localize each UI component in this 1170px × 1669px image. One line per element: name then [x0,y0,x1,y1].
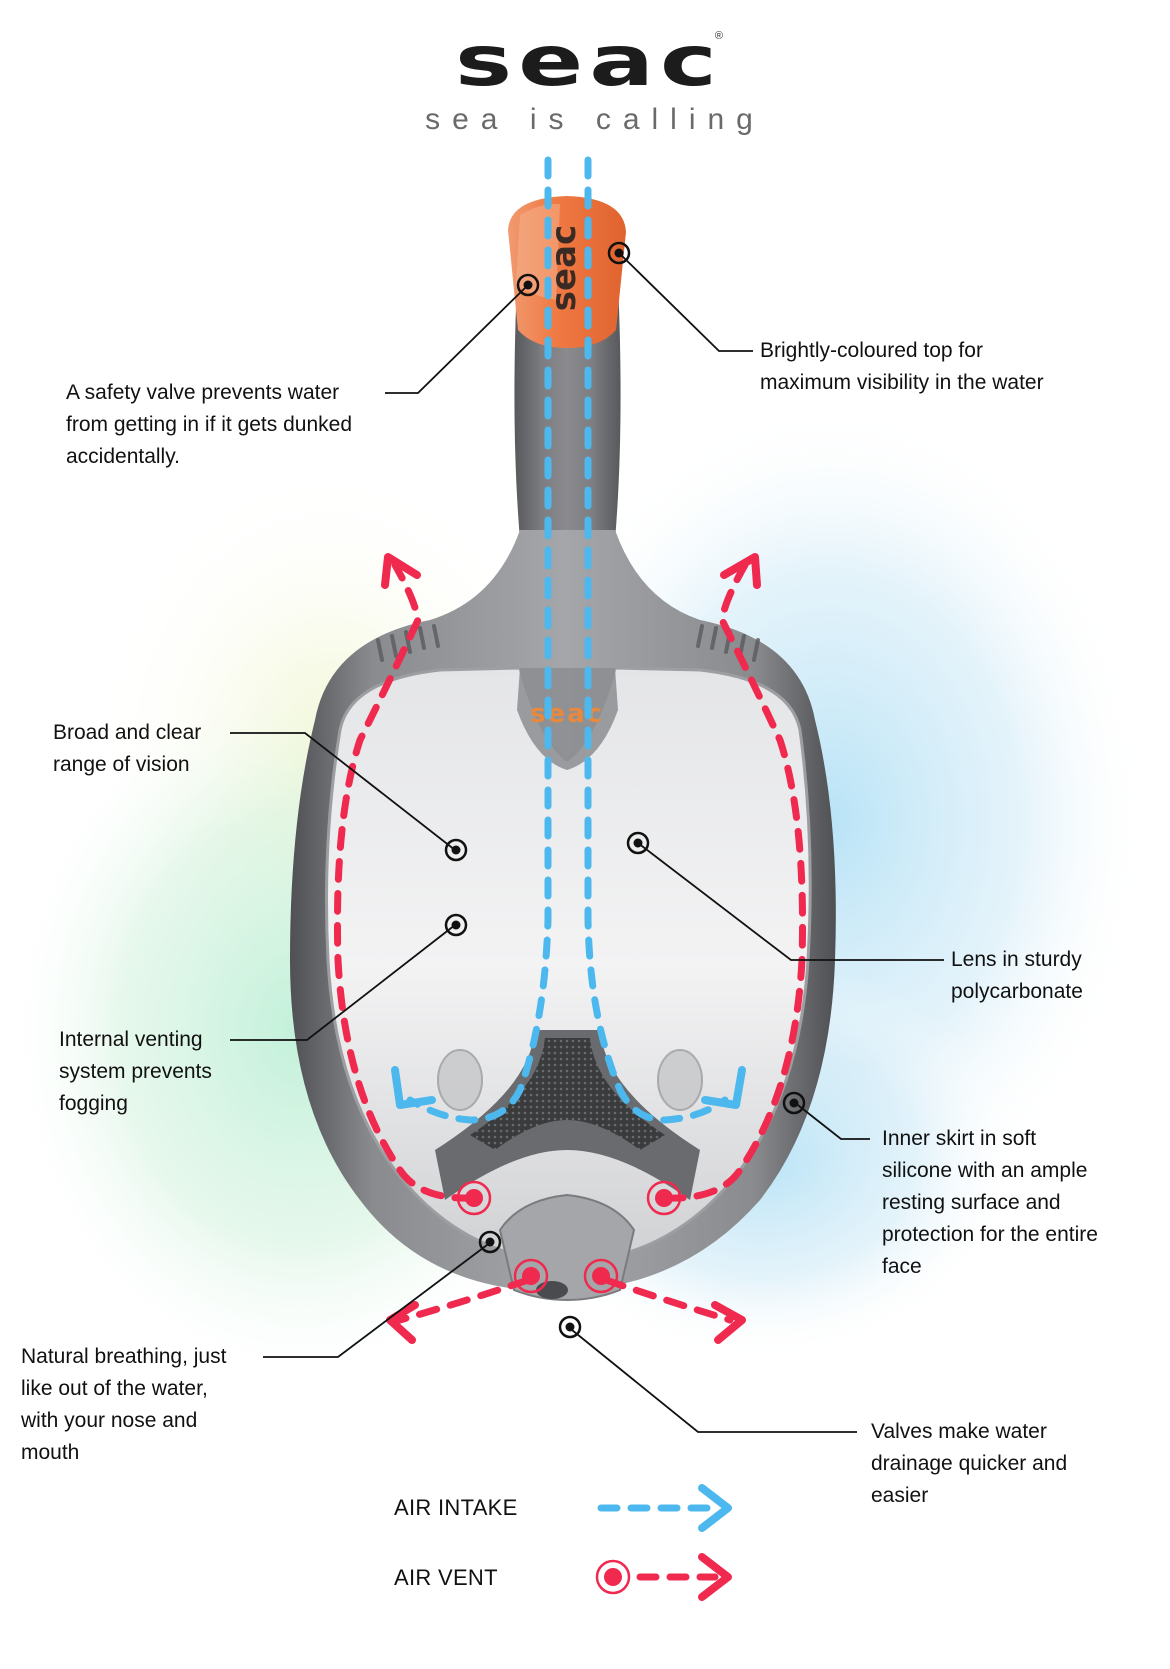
callout-range-of-vision: Broad and clear range of vision [53,721,202,776]
callout-bright-top: Brightly-coloured top for maximum visibi… [760,339,1044,394]
callout-targets [444,241,806,1339]
legend-air-vent-icon [595,1553,732,1601]
target-dot-icon [558,1315,582,1339]
leader-safety-valve [385,285,528,394]
target-dot-icon [444,838,468,862]
leader-drain-valves [571,1329,857,1433]
vent-arrow-bottom-left-icon [386,1301,419,1344]
intake-arrowheads [391,1066,746,1109]
vent-line-bottom-right [602,1276,734,1324]
vent-arrow-bottom-right-icon [711,1301,746,1344]
callout-lens: Lens in sturdy polycarbonate [951,948,1083,1003]
legend-air-intake-label: AIR INTAKE [394,1495,518,1520]
leader-internal-venting [230,924,456,1041]
nose-bridge [517,668,618,770]
registered-mark: ® [714,30,724,42]
target-dot-icon [782,1091,806,1115]
callout-natural-breathing: Natural breathing, just like out of the … [21,1345,227,1464]
callout-safety-valve: A safety valve prevents water from getti… [66,381,352,468]
mask-seac-logo: seac [530,699,604,729]
intake-arrow-right-icon [701,1066,746,1109]
target-dot-icon [478,1230,502,1254]
brand-logo: seac® sea is calling [0,26,1170,137]
callout-inner-skirt: Inner skirt in soft silicone with an amp… [882,1127,1098,1278]
target-dot-icon [626,831,650,855]
leader-inner-skirt [793,1101,870,1140]
intake-line-right [584,156,729,1124]
vent-arrow-top-right-icon [720,553,761,589]
vent-valve-left-icon [456,1180,492,1216]
intake-line-left [406,156,552,1124]
legend-air-intake-icon [597,1484,732,1532]
target-dot-icon [516,273,540,297]
target-dot-icon [607,241,631,265]
right-vent-flap [657,1049,703,1111]
vent-valve-bottom-right-icon [583,1258,619,1294]
target-dot-icon [444,913,468,937]
vent-valve-right-icon [646,1180,682,1216]
leader-lines [230,252,944,1433]
vent-line-left [333,561,477,1202]
vent-line-bottom-left [396,1276,532,1324]
vent-line-right [661,561,807,1202]
leader-natural-breathing [263,1241,492,1358]
vent-valve-bottom-left-icon [513,1258,549,1294]
air-vent-flow [333,561,807,1324]
intake-arrow-left-icon [391,1066,436,1109]
leader-lens [637,842,944,961]
legend-air-vent-label: AIR VENT [394,1565,498,1590]
vent-arrowheads [381,553,761,1344]
callout-internal-venting: Internal venting system prevents fogging [59,1028,212,1115]
brand-wordmark: seac [454,20,723,102]
left-vent-flap [437,1049,483,1111]
oral-nasal-divider [435,1030,700,1200]
leader-range-of-vision [230,732,456,851]
air-intake-flow [406,156,729,1124]
orange-snorkel-top: seac [508,196,626,348]
callout-drain-valves: Valves make water drainage quicker and e… [871,1420,1068,1507]
leader-bright-top [618,252,753,352]
brand-tagline: sea is calling [425,103,765,136]
vent-arrow-top-left-icon [381,553,421,589]
vent-valves [456,1180,682,1294]
